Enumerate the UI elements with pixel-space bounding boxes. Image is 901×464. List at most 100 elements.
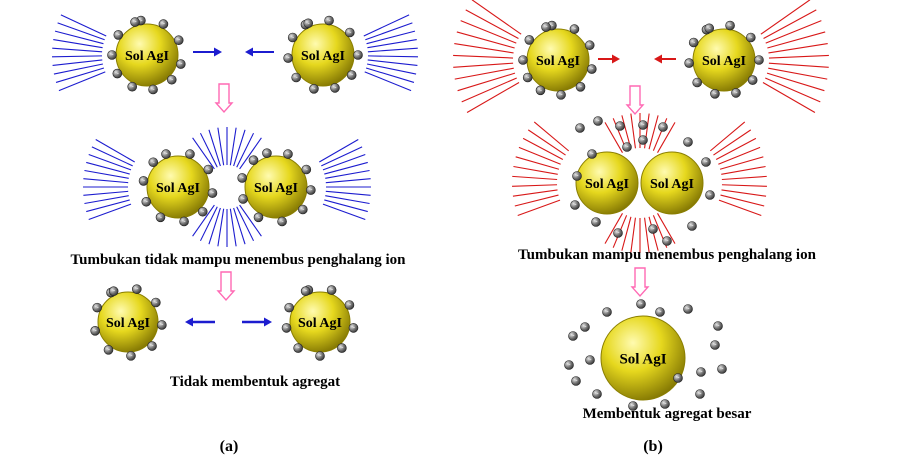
ion: - [585,41,594,50]
panel-a-label: (a) [220,438,239,455]
ion: - [104,345,113,354]
ion: - [306,186,315,195]
ion-charge-label: - [689,60,691,67]
ion-charge-label: - [349,302,351,309]
ion: - [204,165,213,174]
ion-charge-label: - [677,375,679,382]
ion-charge-label: - [310,187,312,194]
down-step-arrow [218,272,234,300]
ion: - [180,217,189,226]
ion-charge-label: - [130,352,132,359]
ion-charge-label: - [287,151,289,158]
ion-charge-label: - [591,66,593,73]
barrier-line [513,167,557,175]
ion: - [354,51,363,60]
barrier-line [512,176,557,179]
barrier-line [365,23,412,40]
arrow-head [245,48,253,57]
ion-charge-label: - [580,83,582,90]
ion-charge-label: - [118,31,120,38]
barrier-line [763,83,815,113]
ion: - [162,150,171,159]
ion: - [693,78,702,87]
barrier-line [367,64,416,74]
barrier-line [631,114,636,149]
sol-agi-label: Sol AgI [254,181,298,196]
ion: - [711,341,720,350]
ion: - [593,390,602,399]
ion: - [685,59,694,68]
ion: - [525,35,534,44]
ion-charge-label: - [161,321,163,328]
ion-charge-label: - [328,17,330,24]
ion-charge-label: - [735,89,737,96]
ion-charge-label: - [729,22,731,29]
ion-charge-label: - [652,226,654,233]
ion: - [696,390,705,399]
barrier-line [89,204,131,219]
ion: - [603,308,612,317]
ion-charge-label: - [155,299,157,306]
ion: - [573,172,582,181]
ion: - [93,303,102,312]
ion: - [519,56,528,65]
motion-arrow [242,318,272,327]
ion: - [91,326,100,335]
ion: - [239,194,248,203]
ion-charge-label: - [691,223,693,230]
ion: - [113,69,122,78]
caption-a-result: Tidak membentuk agregat [170,374,340,390]
ion: - [586,356,595,365]
barrier-line [455,68,514,79]
ion: - [156,213,165,222]
ion-charge-label: - [140,17,142,24]
motion-arrow [598,55,620,64]
barrier-line [200,133,217,167]
sol-agi-particle: Sol AgI [641,152,703,214]
barrier-line [55,31,103,44]
ion: - [114,30,123,39]
ion-charge-label: - [606,309,608,316]
ion-charge-label: - [700,369,702,376]
ion: - [656,308,665,317]
ion-charge-label: - [574,26,576,33]
ion: - [325,16,334,25]
ion-charge-label: - [117,70,119,77]
ion: - [637,300,646,309]
ion-charge-label: - [527,74,529,81]
arrow-head [612,55,620,64]
barrier-line [467,83,519,113]
ion-charge-label: - [642,137,644,144]
ion: - [689,38,698,47]
ion: - [674,374,683,383]
barrier-line [368,60,418,66]
ion: - [148,342,157,351]
caption-a-collision: Tumbukan tidak mampu menembus penghalang… [71,252,407,268]
ion-charge-label: - [659,309,661,316]
barrier-line [649,115,658,149]
ion-charge-label: - [529,36,531,43]
ion-charge-label: - [709,192,711,199]
barrier-line [768,68,827,79]
ion: - [174,36,183,45]
ion-charge-label: - [709,25,711,32]
ion: - [139,176,148,185]
ion-charge-label: - [752,77,754,84]
barrier-line [720,157,763,169]
ion: - [285,303,294,312]
ion: - [623,143,632,152]
barrier-line [769,55,829,58]
ion-charge-label: - [296,74,298,81]
barrier-line [364,15,409,36]
ion: - [198,207,207,216]
ion-charge-label: - [243,195,245,202]
ion: - [330,83,339,92]
ion-charge-label: - [721,366,723,373]
ion-charge-label: - [353,324,355,331]
ion-charge-label: - [108,346,110,353]
ion: - [594,117,603,126]
ion-charge-label: - [165,151,167,158]
arrow-head [185,318,193,327]
barrier-line [718,147,760,164]
ion: - [347,71,356,80]
